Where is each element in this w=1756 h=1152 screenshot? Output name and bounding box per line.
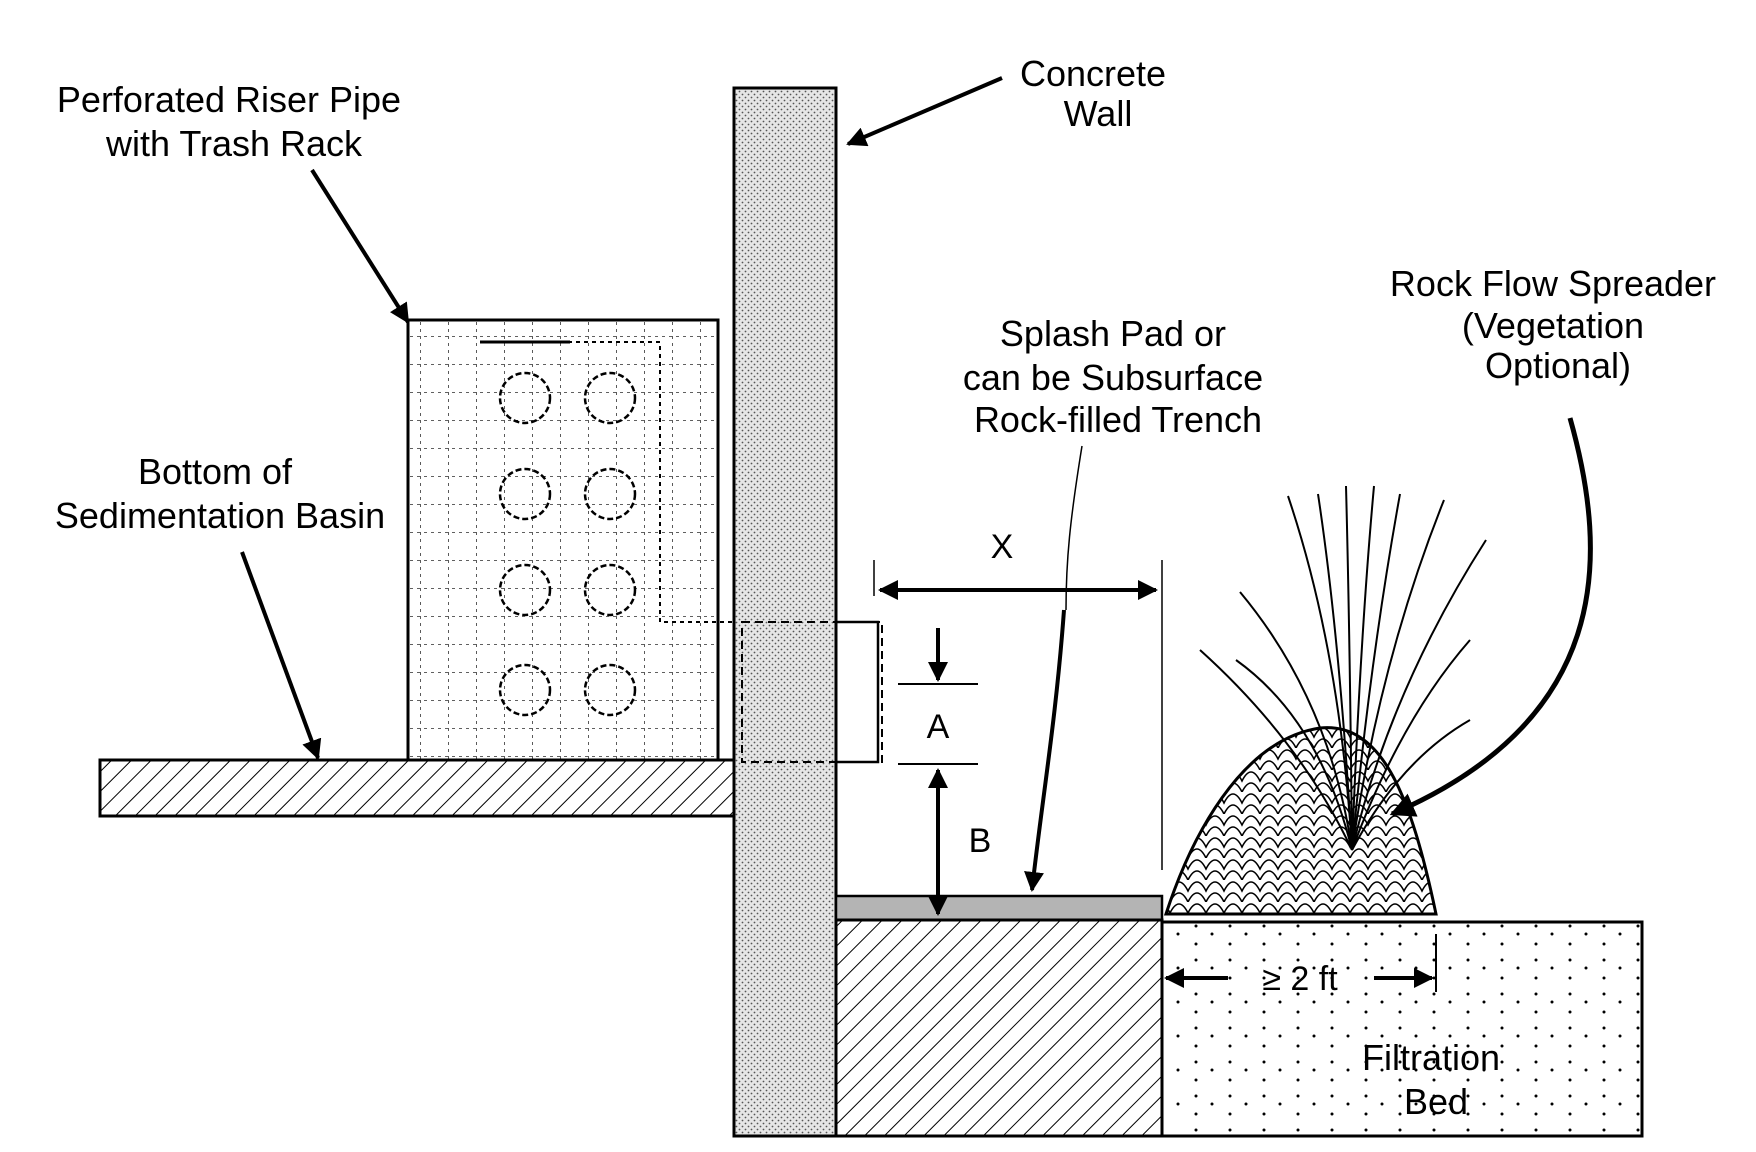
concrete-wall-label: Concrete Wall bbox=[1020, 53, 1176, 134]
concrete-wall-label-line-2: Wall bbox=[1064, 93, 1133, 134]
concrete-wall-leader bbox=[846, 76, 1003, 147]
riser-pipe bbox=[406, 318, 780, 762]
splash-pad-leader bbox=[1065, 445, 1083, 611]
splash-pad-arrow bbox=[1024, 609, 1066, 892]
splash-pad-label: Splash Pad or can be Subsurface Rock-fil… bbox=[963, 313, 1273, 440]
dimension-min-distance-label: ≥ 2 ft bbox=[1262, 960, 1338, 998]
filtration-bed-label: Filtration Bed bbox=[1362, 1037, 1510, 1122]
riser-pipe-label: Perforated Riser Pipe with Trash Rack bbox=[57, 79, 411, 164]
dimension-a: A bbox=[898, 628, 978, 765]
dimension-b: B bbox=[928, 768, 992, 916]
riser-pipe-label-line-2: with Trash Rack bbox=[105, 123, 363, 164]
rock-spreader-label-line-1: Rock Flow Spreader bbox=[1390, 263, 1716, 304]
rock-flow-spreader bbox=[1163, 726, 1438, 916]
dimension-a-label: A bbox=[927, 708, 950, 746]
splash-pad-label-line-3: Rock-filled Trench bbox=[974, 399, 1262, 440]
splash-pad-label-line-2: can be Subsurface bbox=[963, 357, 1263, 398]
rock-spreader-leader bbox=[1389, 417, 1593, 817]
rock-spreader-label-line-3: Optional) bbox=[1485, 345, 1631, 386]
basin-bottom-label-line-2: Sedimentation Basin bbox=[55, 495, 385, 536]
concrete-wall bbox=[732, 86, 838, 1138]
splash-pad bbox=[834, 894, 1164, 922]
basin-bottom-label-line-1: Bottom of bbox=[138, 451, 293, 492]
riser-pipe-label-line-1: Perforated Riser Pipe bbox=[57, 79, 401, 120]
outlet-pipe bbox=[741, 620, 883, 764]
rock-spreader-label-line-2: (Vegetation bbox=[1462, 305, 1644, 346]
basin-floor bbox=[98, 758, 736, 818]
filtration-bed bbox=[1160, 920, 1644, 1138]
dimension-x-label: X bbox=[991, 528, 1014, 566]
filtration-bed-label-line-2: Bed bbox=[1404, 1081, 1468, 1122]
splash-base bbox=[834, 918, 1164, 1138]
concrete-wall-label-line-1: Concrete bbox=[1020, 53, 1166, 94]
dimension-b-label: B bbox=[969, 822, 992, 860]
vegetation bbox=[1199, 485, 1487, 851]
splash-pad-label-line-1: Splash Pad or bbox=[1000, 313, 1226, 354]
basin-bottom-label: Bottom of Sedimentation Basin bbox=[55, 451, 385, 536]
filtration-bed-label-line-1: Filtration bbox=[1362, 1037, 1500, 1078]
rock-spreader-label: Rock Flow Spreader (Vegetation Optional) bbox=[1390, 263, 1726, 386]
basin-bottom-leader bbox=[240, 551, 322, 760]
perforation-holes bbox=[498, 371, 637, 717]
riser-pipe-leader bbox=[310, 168, 410, 324]
dimension-x: X bbox=[873, 528, 1163, 870]
dimension-min-distance: ≥ 2 ft bbox=[1164, 934, 1437, 998]
